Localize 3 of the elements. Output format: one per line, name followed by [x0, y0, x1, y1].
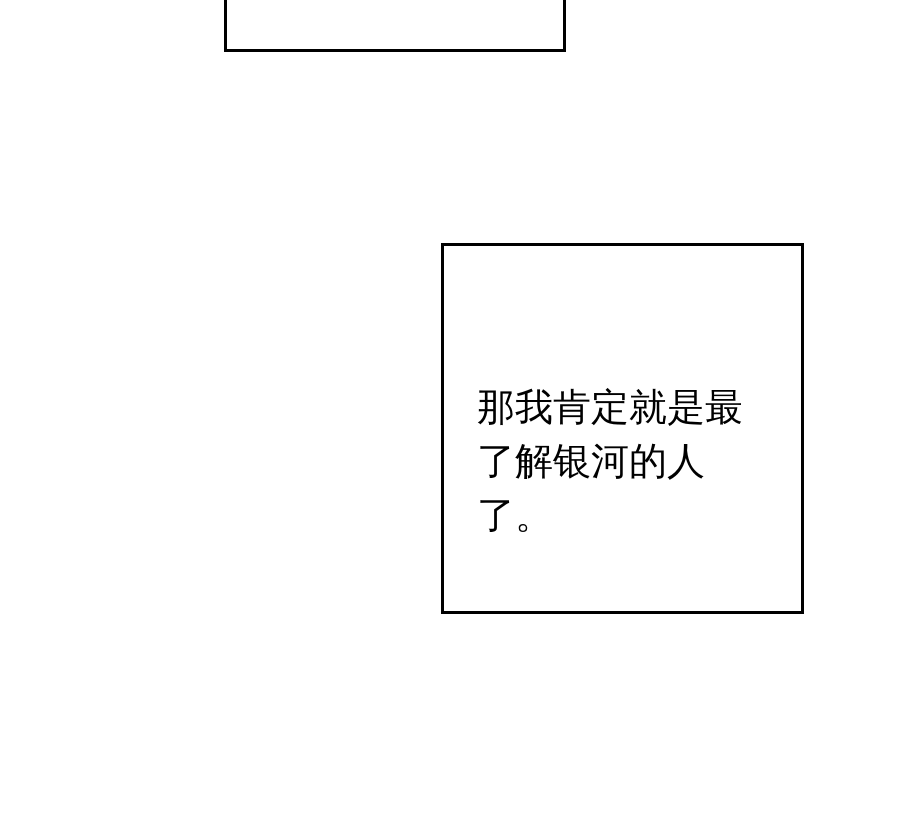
panel-box: [224, 0, 566, 52]
panel-box: [441, 243, 804, 614]
caption-text: 那我肯定就是最了解银河的人了。: [477, 384, 744, 539]
